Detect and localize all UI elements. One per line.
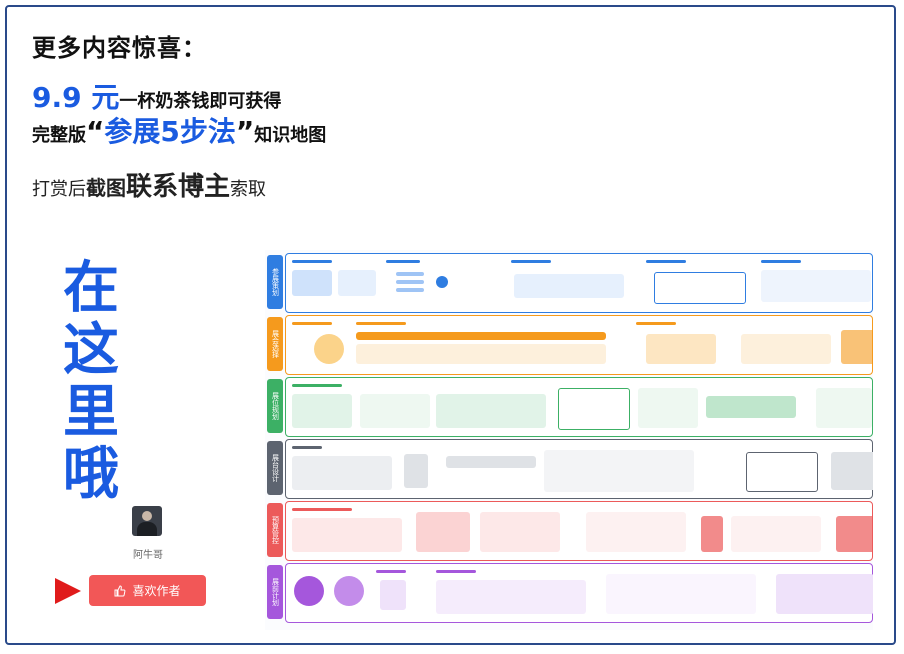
band-label: 展位规划 [267,379,283,433]
map-band: 预算管控 [265,500,873,561]
vertical-char: 里 [63,380,119,445]
band-area [285,501,873,561]
band-area [285,439,873,499]
band-label: 展前计划 [267,565,283,619]
contact-a: 打赏后 [32,179,86,200]
band-area [285,315,873,375]
product-line: 完整版“参展5步法”知识地图 [32,110,326,150]
card-frame [5,5,896,645]
knowledge-map-preview: 参展策划 展会选择 [265,250,873,630]
band-label: 展会选择 [267,317,283,371]
band-label: 预算管控 [267,503,283,557]
map-band: 展位规划 [265,376,873,437]
band-label: 参展策划 [267,255,283,309]
avatar-body [137,522,157,536]
contact-c: 联系博主 [126,172,231,202]
band-area [285,377,873,437]
vertical-callout: 在 这 里 哦 [56,258,126,506]
author-name: 阿牛哥 [133,550,163,561]
map-band: 展前计划 [265,562,873,623]
quote-close: ” [235,115,255,148]
contact-b: 截图 [86,176,126,200]
price-suffix: 一杯奶茶钱即可获得 [119,91,282,112]
map-band: 展台设计 [265,438,873,499]
product-name: 参展5步法 [104,115,236,148]
band-label: 展台设计 [267,441,283,495]
like-label: 喜欢作者 [132,584,181,598]
band-area [285,563,873,623]
author-avatar[interactable] [132,506,162,536]
play-arrow-icon [55,578,81,604]
price-line: 9.9 元一杯奶茶钱即可获得 [32,76,281,116]
like-author-button[interactable]: 喜欢作者 [89,575,206,606]
product-prefix: 完整版 [32,125,86,146]
thumbs-up-icon [114,584,126,596]
contact-d: 索取 [230,179,267,200]
vertical-char: 这 [63,318,119,383]
vertical-char: 在 [63,256,119,321]
map-band: 展会选择 [265,314,873,375]
promo-heading: 更多内容惊喜： [32,34,207,62]
price-text: 9.9 元 [32,81,120,114]
avatar-head [142,511,152,521]
band-area [285,253,873,313]
map-band: 参展策划 [265,252,873,313]
vertical-char: 哦 [63,442,119,507]
quote-open: “ [86,115,105,148]
contact-line: 打赏后截图联系博主索取 [32,166,266,203]
product-suffix: 知识地图 [254,125,327,146]
